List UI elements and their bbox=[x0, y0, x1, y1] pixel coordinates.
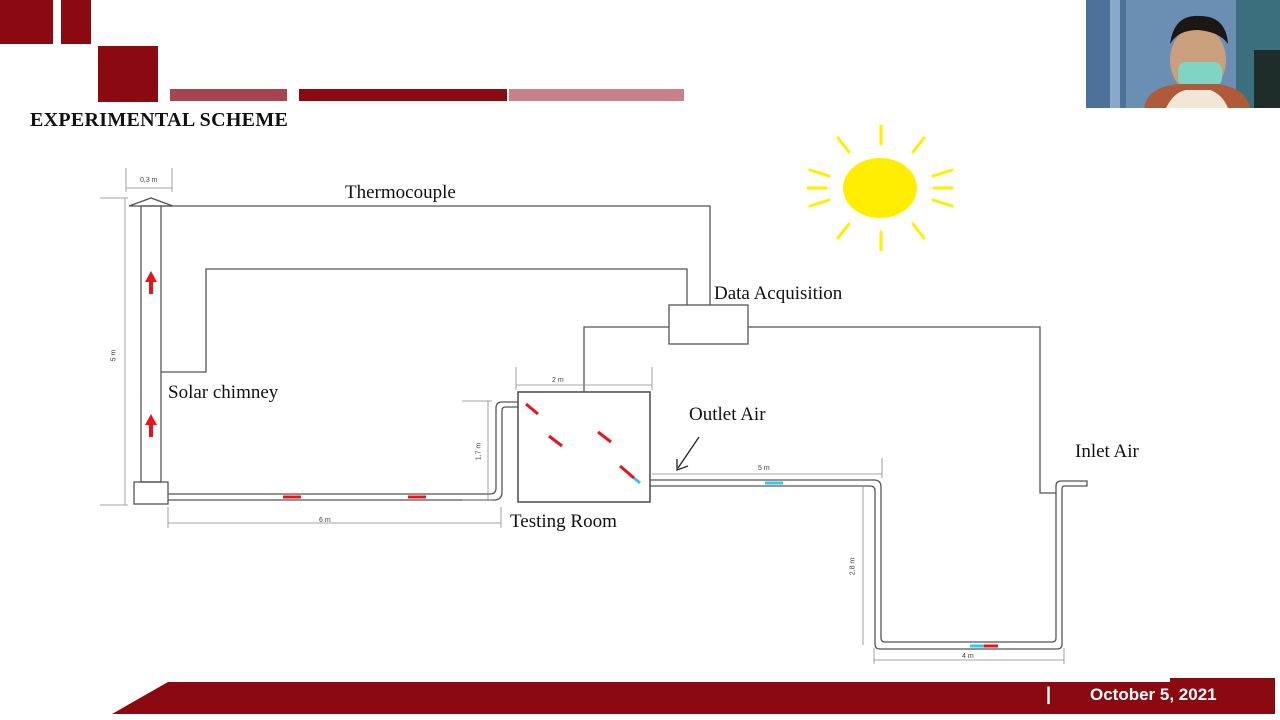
thermocouple-wire bbox=[161, 205, 711, 305]
room-sensor-wire bbox=[583, 326, 669, 392]
header-decor-square-1 bbox=[0, 0, 53, 44]
chimney-sensor-wire bbox=[161, 268, 688, 373]
slide-title: EXPERIMENTAL SCHEME bbox=[30, 109, 289, 131]
dim-room-width: 2 m bbox=[552, 377, 564, 384]
thermocouple-label: Thermocouple bbox=[345, 182, 456, 203]
data-acquisition-box bbox=[668, 304, 749, 345]
dim-duct-length-left: 6 m bbox=[319, 517, 331, 524]
dim-bottom-length: 4 m bbox=[962, 653, 974, 660]
sun-icon bbox=[806, 124, 954, 252]
flow-up-arrows bbox=[145, 271, 157, 437]
header-decor-bar-1 bbox=[170, 89, 287, 101]
solar-chimney-label: Solar chimney bbox=[168, 382, 279, 403]
presenter-webcam-feed bbox=[1086, 0, 1280, 108]
testing-room-box bbox=[517, 391, 651, 503]
outlet-air-label: Outlet Air bbox=[689, 404, 766, 425]
right-duct bbox=[650, 479, 1088, 650]
footer-bar bbox=[112, 678, 1275, 714]
footer-date: October 5, 2021 bbox=[1090, 685, 1217, 704]
header-decor-bar-2 bbox=[299, 89, 507, 101]
inlet-air-label: Inlet Air bbox=[1075, 441, 1139, 462]
presenter-video-icon bbox=[1086, 0, 1280, 108]
inlet-sensor-wire bbox=[748, 326, 1056, 494]
header-decor-bar-3 bbox=[509, 89, 684, 101]
dim-chimney-width: 0,3 m bbox=[140, 177, 158, 184]
dim-room-inlet-height: 1,7 m bbox=[475, 442, 483, 461]
data-acquisition-label: Data Acquisition bbox=[714, 283, 843, 304]
dim-duct-length-right: 5 m bbox=[758, 465, 770, 472]
testing-room-label: Testing Room bbox=[510, 511, 617, 532]
footer-separator: | bbox=[1046, 684, 1052, 704]
left-duct bbox=[168, 401, 518, 501]
header-decor-square-2 bbox=[61, 0, 91, 44]
solar-chimney bbox=[128, 197, 174, 505]
dim-chimney-height: 5 m bbox=[110, 349, 118, 362]
dim-drop-height: 2,8 m bbox=[849, 557, 857, 576]
outlet-arrow-icon bbox=[676, 436, 700, 471]
header-decor-square-3 bbox=[98, 46, 158, 102]
